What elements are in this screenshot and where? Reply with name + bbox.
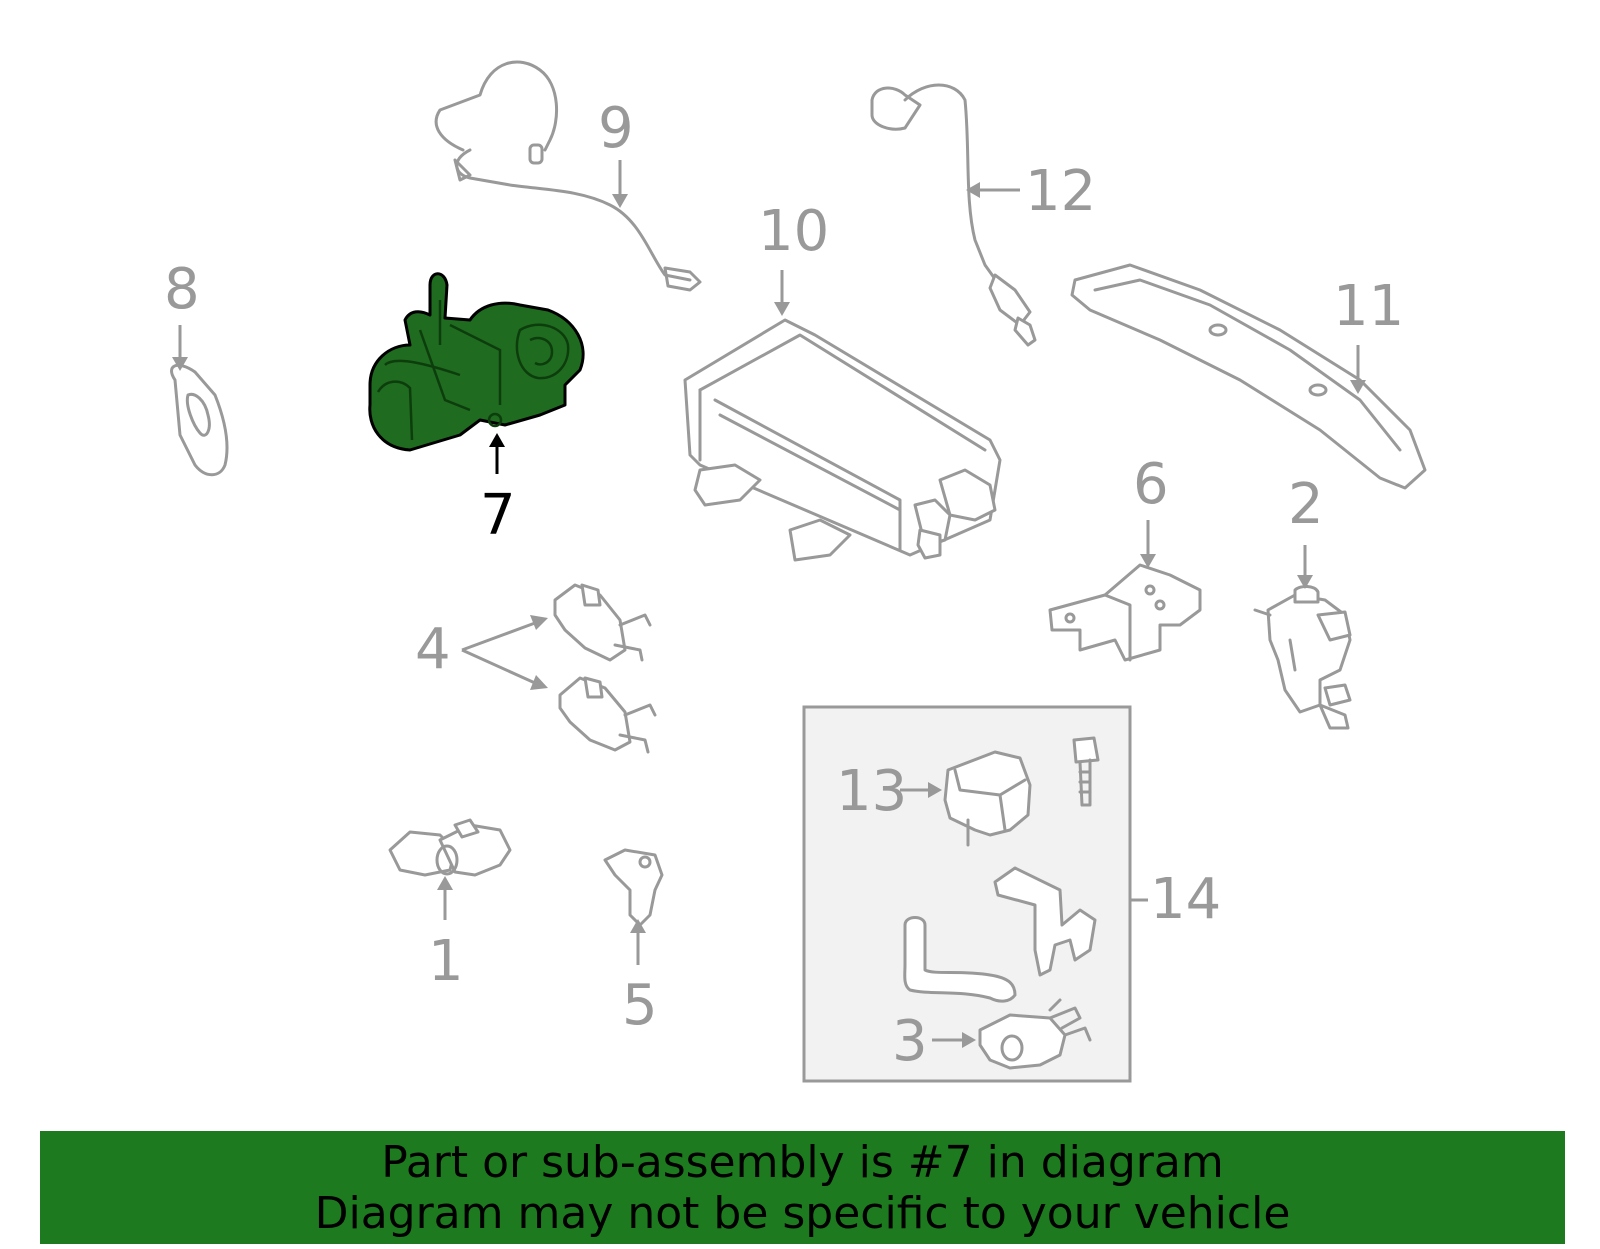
callout-13-arrow xyxy=(900,782,942,798)
part-11-bracket[interactable] xyxy=(1070,263,1427,490)
callout-11-arrow xyxy=(1350,345,1366,394)
part-9-oxygen-sensor[interactable] xyxy=(434,60,702,292)
callout-9-arrow xyxy=(612,160,628,208)
callout-13: 13 xyxy=(836,759,907,824)
callout-3-arrow xyxy=(932,1032,976,1048)
bolt[interactable] xyxy=(1072,736,1100,807)
callout-12-arrow xyxy=(966,182,1020,198)
callout-6-arrow xyxy=(1140,520,1156,568)
banner-line-2: Diagram may not be specific to your vehi… xyxy=(314,1188,1291,1239)
callout-10-arrow xyxy=(774,270,790,316)
callout-4: 4 xyxy=(415,617,451,682)
callout-5: 5 xyxy=(622,973,658,1038)
box-bracket[interactable] xyxy=(993,866,1097,977)
vacuum-hose[interactable] xyxy=(903,916,1017,1003)
part-3-vacuum-switching-valve[interactable] xyxy=(978,998,1092,1070)
part-10-charcoal-canister[interactable] xyxy=(683,318,1002,562)
part-13-pressure-sensor[interactable] xyxy=(943,750,1032,847)
callout-1: 1 xyxy=(428,929,464,994)
callout-2: 2 xyxy=(1288,472,1324,537)
part-2-solenoid-valve[interactable] xyxy=(1253,585,1352,730)
callout-8-arrow xyxy=(172,325,188,371)
callout-3: 3 xyxy=(892,1009,928,1074)
callout-12: 12 xyxy=(1025,159,1096,224)
callout-2-arrow xyxy=(1297,545,1313,589)
callout-14: 14 xyxy=(1150,867,1221,932)
info-banner: Part or sub-assembly is #7 in diagram Di… xyxy=(40,1131,1565,1244)
part-8-gasket[interactable] xyxy=(170,363,229,477)
callout-11: 11 xyxy=(1333,274,1404,339)
part-4-solenoid-valve-upper[interactable] xyxy=(553,583,652,662)
part-5-bracket[interactable] xyxy=(603,848,664,927)
callout-10: 10 xyxy=(758,199,829,264)
callout-5-arrow xyxy=(630,919,646,965)
callout-8: 8 xyxy=(164,257,200,322)
callout-9: 9 xyxy=(598,96,634,161)
banner-line-1: Part or sub-assembly is #7 in diagram xyxy=(381,1137,1224,1188)
callout-7-arrow xyxy=(489,433,505,474)
callout-1-arrow xyxy=(437,876,453,920)
callout-6: 6 xyxy=(1133,452,1169,517)
part-1-vacuum-switching-valve[interactable] xyxy=(388,818,512,877)
part-12-oxygen-sensor[interactable] xyxy=(870,83,1037,347)
callout-7: 7 xyxy=(480,483,516,548)
part-7-egr-valve-highlighted[interactable] xyxy=(368,272,585,452)
part-6-bracket[interactable] xyxy=(1048,563,1202,662)
part-4-solenoid-valve-lower[interactable] xyxy=(558,676,657,754)
callout-4-arrows xyxy=(461,615,548,690)
